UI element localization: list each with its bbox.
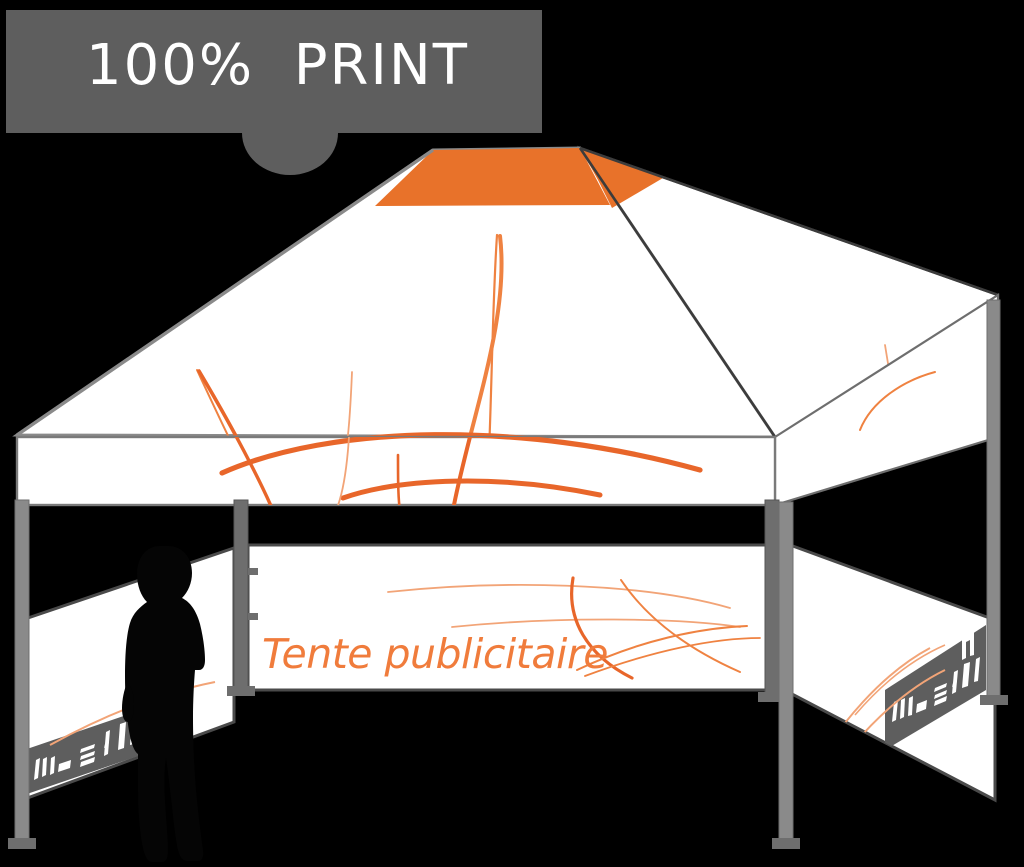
- valance-decor-strokes-right: [859, 371, 936, 431]
- back-wall-advertising-text: Tente publicitaire: [262, 630, 608, 678]
- back-wall-panel: [246, 543, 777, 692]
- tent-valance: [15, 292, 1000, 507]
- person-scale-reference: [122, 546, 205, 862]
- leg-back-right: [764, 499, 780, 699]
- roof-peak-panel-right: [580, 148, 663, 208]
- leg-front-left-foot: [8, 838, 36, 849]
- roof-peak-panel-front: [375, 148, 610, 206]
- roof-hip-line-left: [16, 148, 434, 437]
- tent-back-wall: Tente publicitaire: [246, 543, 777, 692]
- leg-back-left-bracket-top: [248, 568, 258, 575]
- leg-back-left-foot: [227, 686, 255, 696]
- roof-hip-line: [578, 147, 777, 438]
- tent-right-wall: [788, 542, 997, 803]
- roof-decor-strokes-front: [196, 233, 703, 437]
- leg-far-right-foot: [980, 695, 1008, 705]
- leg-back-left-bracket-mid: [248, 613, 258, 620]
- roof-hip-line-right-outer: [579, 146, 999, 297]
- leg-front-left: [14, 499, 30, 846]
- leg-front-right: [778, 501, 794, 846]
- valance-front: [15, 435, 777, 507]
- leg-front-right-foot: [772, 838, 800, 849]
- leg-back-right-foot: [758, 692, 786, 702]
- right-wall-logo-mark: [892, 632, 980, 722]
- back-wall-decor-strokes: [387, 576, 761, 680]
- right-wall-logo-panel: [885, 625, 986, 750]
- badge-label: 100% PRINT: [86, 32, 469, 98]
- leg-back-left: [233, 499, 249, 693]
- tent-frame-legs: [8, 299, 1008, 849]
- valance-decor-strokes: [219, 437, 703, 505]
- leg-far-right: [986, 299, 1001, 701]
